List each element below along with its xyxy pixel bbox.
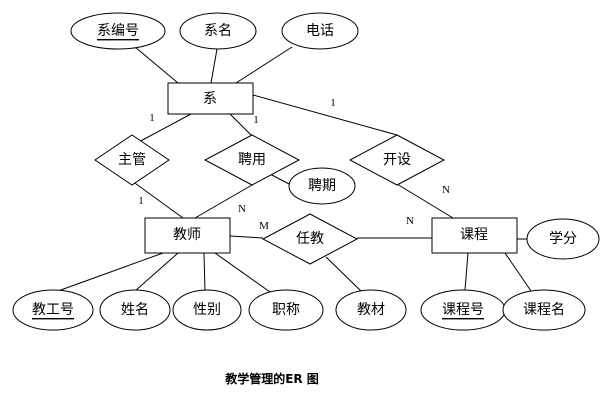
entity-course: 课程 <box>431 217 518 254</box>
edge-dept-offers <box>252 94 398 136</box>
relationship-offers: 开设 <box>348 134 446 186</box>
edge-teacher-title <box>214 252 271 293</box>
attribute-hire-period: 聘期 <box>288 167 356 205</box>
attribute-dept-name: 系名 <box>179 12 257 50</box>
attribute-label-staff-no: 教工号 <box>32 302 74 318</box>
entity-label-department: 系 <box>203 91 217 107</box>
cardinality-teacher-hires: N <box>238 203 246 215</box>
edge-manages-teacher <box>131 180 184 219</box>
edge-hires-teacher <box>194 184 253 219</box>
edge-teacher-name <box>134 252 179 292</box>
relationship-label-manages: 主管 <box>118 152 146 168</box>
attribute-course-name: 课程名 <box>502 289 586 331</box>
relationship-hires: 聘用 <box>203 134 301 186</box>
edge-teacher-gender <box>203 252 206 292</box>
attribute-label-course-no: 课程号 <box>442 302 484 318</box>
cardinality-dept-offers: 1 <box>330 97 336 109</box>
attribute-teacher-gender: 性别 <box>172 289 242 331</box>
attribute-label-teacher-gender: 性别 <box>193 302 221 318</box>
edge-course-name <box>504 252 532 292</box>
edge-dept-no <box>134 46 179 84</box>
cardinality-dept-manages: 1 <box>149 112 155 124</box>
entity-teacher: 教师 <box>144 217 231 254</box>
edge-teaches-textbook <box>325 256 362 292</box>
attribute-label-dept-name: 系名 <box>204 23 232 39</box>
edge-teacher-staff-no <box>57 252 164 292</box>
attribute-label-course-name: 课程名 <box>523 302 565 318</box>
cardinality-teacher-teaches: M <box>259 220 269 232</box>
attribute-label-teacher-title: 职称 <box>272 302 300 318</box>
diagram-caption: 教学管理的ER 图 <box>224 371 319 386</box>
attribute-teacher-name: 姓名 <box>99 289 171 331</box>
edge-dept-manages <box>134 113 192 145</box>
connector-lines <box>57 46 532 293</box>
attribute-label-dept-phone: 电话 <box>306 23 334 39</box>
attribute-label-teacher-name: 姓名 <box>121 302 149 318</box>
attribute-staff-no: 教工号 <box>12 289 94 331</box>
relationship-label-teaches: 任教 <box>296 231 324 247</box>
attribute-label-credits: 学分 <box>549 231 577 247</box>
relationship-label-hires: 聘用 <box>238 152 266 168</box>
attribute-dept-no: 系编号 <box>70 12 166 50</box>
cardinality-course-teaches: N <box>406 215 414 227</box>
entity-label-teacher: 教师 <box>173 227 201 243</box>
attribute-label-dept-no: 系编号 <box>97 23 139 39</box>
relationship-label-offers: 开设 <box>383 152 411 168</box>
attribute-label-textbook: 教材 <box>357 302 385 318</box>
relationship-teaches: 任教 <box>261 213 359 265</box>
edge-teacher-teaches <box>229 235 264 239</box>
attribute-dept-phone: 电话 <box>281 12 359 50</box>
attribute-course-no: 课程号 <box>420 289 506 331</box>
cardinality-course-offers: N <box>442 184 450 196</box>
edge-dept-phone <box>235 46 293 84</box>
attribute-label-hire-period: 聘期 <box>308 178 336 194</box>
attribute-credits: 学分 <box>526 218 600 260</box>
entity-department: 系 <box>167 82 254 115</box>
edge-offers-course <box>396 183 454 219</box>
attribute-teacher-title: 职称 <box>248 289 324 331</box>
edge-dept-name <box>210 48 218 84</box>
entity-label-course: 课程 <box>460 227 488 243</box>
attribute-textbook: 教材 <box>335 289 407 331</box>
edge-dept-hires <box>229 113 253 137</box>
relationship-manages: 主管 <box>94 134 170 186</box>
cardinality-teacher-manages: 1 <box>138 195 144 207</box>
cardinality-dept-hires: 1 <box>253 114 259 126</box>
cardinality-labels: 1 1 1 N 1 N M N <box>138 97 450 232</box>
edge-course-no <box>464 252 469 291</box>
